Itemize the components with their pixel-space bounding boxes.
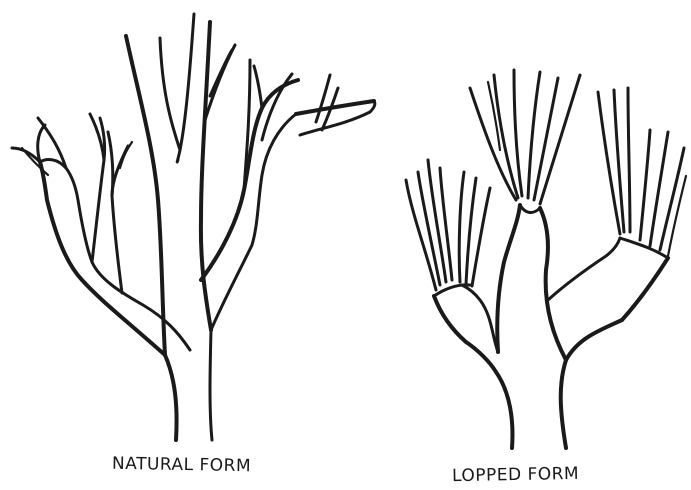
lopped-right-limb-inner	[548, 238, 620, 300]
lopped-right-shoot-7	[668, 176, 686, 256]
lopped-centre-knuckle	[520, 205, 540, 213]
natural-trunk-right	[210, 330, 212, 440]
natural-far-right-branch-lower	[300, 112, 370, 135]
lopped-left-shoot-7	[472, 188, 490, 286]
lopped-form-tree	[406, 70, 686, 448]
lopped-trunk-left	[466, 342, 512, 448]
natural-form-tree	[12, 14, 375, 440]
natural-far-right-branch-upper	[296, 101, 374, 114]
lopped-trunk-right	[561, 320, 622, 448]
natural-centre-left-notch	[177, 150, 180, 162]
natural-centre-right-twig-inner	[210, 50, 232, 96]
natural-centre-right-inner	[180, 14, 194, 150]
natural-form-caption: NATURAL FORM	[112, 454, 251, 476]
natural-left-centre-tine-b	[108, 132, 113, 196]
natural-far-left-twig-b	[38, 125, 45, 162]
lopped-left-shoot-5	[459, 172, 464, 282]
natural-right-fork-b	[254, 66, 262, 108]
natural-right-limb-inner	[211, 114, 296, 330]
lopped-right-shoot-4	[640, 130, 650, 240]
lopped-centre-shoot-3	[514, 70, 522, 196]
natural-far-left-twig-a	[12, 148, 40, 162]
lopped-centre-limb-left	[497, 205, 520, 352]
lopped-right-limb-outer	[622, 258, 668, 320]
natural-left-centre-branch-outer	[90, 114, 104, 262]
natural-left-centre-tine-c	[120, 142, 132, 168]
lopped-left-limb-outer	[434, 296, 466, 342]
lopped-centre-limb-right	[540, 208, 566, 360]
natural-trunk-left	[165, 355, 177, 440]
natural-centre-left-inner	[160, 38, 180, 150]
natural-centre-right-outer	[201, 22, 211, 330]
lopped-form-caption: LOPPED FORM	[452, 464, 579, 486]
natural-left-limb-outer	[40, 162, 165, 355]
lopped-right-shoot-3	[628, 88, 630, 232]
